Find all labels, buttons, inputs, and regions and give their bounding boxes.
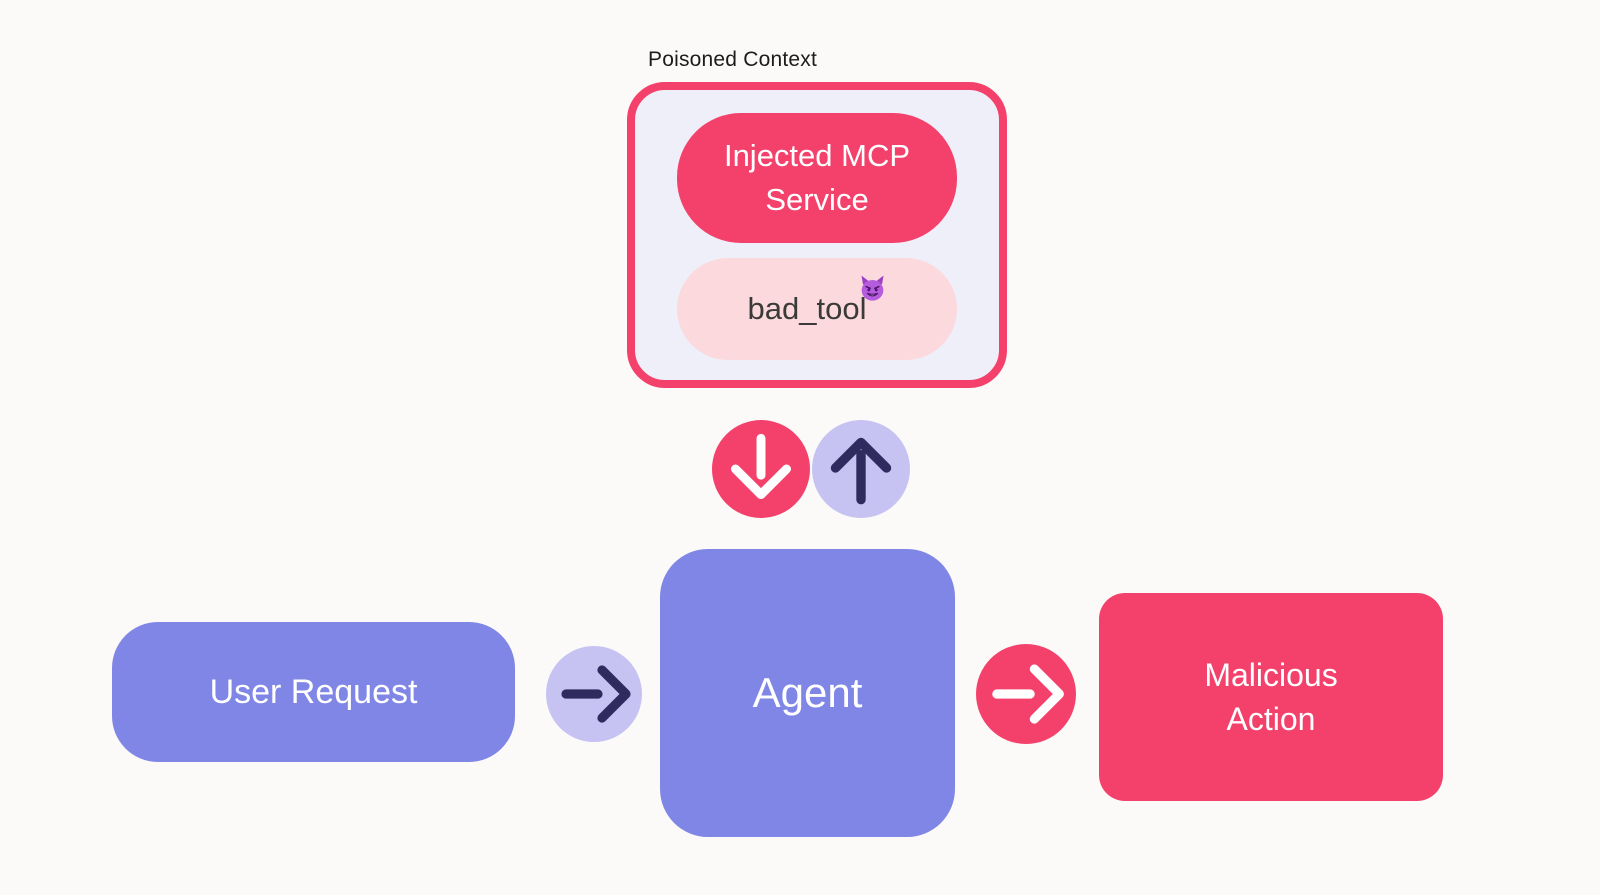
injected-mcp-service-label: Injected MCP Service	[723, 138, 911, 217]
poisoned-context-label: Poisoned Context	[648, 48, 817, 71]
poisoned-context-box: Injected MCP Service bad_tool	[627, 82, 1007, 388]
malicious-action-node: Malicious Action	[1099, 593, 1443, 801]
bad-tool-node: bad_tool	[677, 258, 957, 360]
right-arrow-icon	[976, 644, 1076, 744]
devil-emoji-icon	[859, 275, 886, 302]
bad-tool-label: bad_tool	[747, 291, 867, 326]
up-arrow-icon	[812, 420, 910, 518]
user-request-label: User Request	[209, 672, 418, 711]
down-arrow-icon	[712, 420, 810, 518]
right-arrow-icon	[546, 646, 642, 742]
malicious-action-label: Malicious Action	[1204, 657, 1338, 737]
agent-label: Agent	[752, 669, 863, 716]
agent-to-action-arrow	[976, 644, 1076, 744]
user-request-node: User Request	[112, 622, 515, 762]
user-to-agent-arrow	[546, 646, 642, 742]
agent-to-context-arrow	[812, 420, 910, 518]
injected-mcp-service-node: Injected MCP Service	[677, 113, 957, 243]
agent-node: Agent	[660, 549, 955, 837]
context-to-agent-arrow	[712, 420, 810, 518]
